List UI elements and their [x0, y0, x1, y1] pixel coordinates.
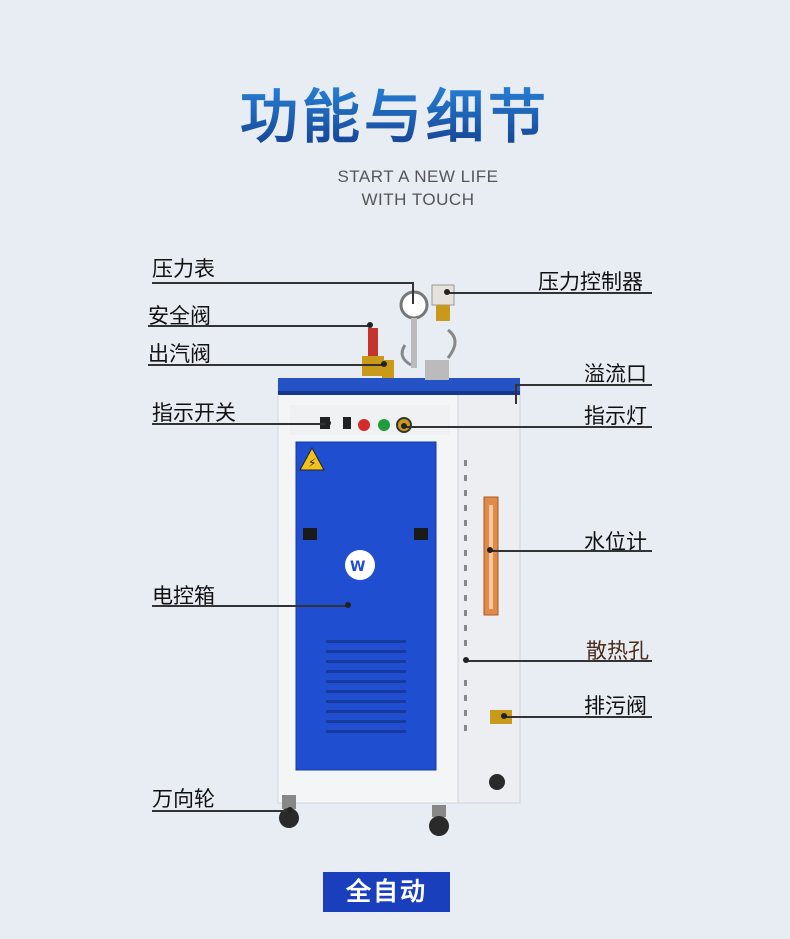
subtitle-line-1: START A NEW LIFE	[337, 167, 499, 186]
label-heat-vents: 散热孔	[586, 639, 649, 663]
label-electric-control-box: 电控箱	[152, 584, 215, 608]
label-drain-valve: 排污阀	[584, 694, 647, 718]
label-pressure-controller: 压力控制器	[538, 270, 643, 294]
page-title: 功能与细节	[0, 70, 790, 154]
label-universal-wheel: 万向轮	[152, 787, 215, 811]
label-steam-outlet-valve: 出汽阀	[148, 342, 211, 366]
label-indicator-light: 指示灯	[584, 404, 647, 428]
label-overflow-port: 溢流口	[584, 362, 647, 386]
automatic-badge: 全自动	[323, 872, 450, 912]
label-safety-valve: 安全阀	[148, 304, 211, 328]
label-indicator-switch: 指示开关	[152, 401, 236, 425]
svg-text:⚡: ⚡	[308, 456, 316, 470]
svg-text:W: W	[350, 559, 365, 575]
subtitle-line-2: WITH TOUCH	[361, 190, 475, 209]
label-pressure-gauge: 压力表	[152, 257, 215, 281]
